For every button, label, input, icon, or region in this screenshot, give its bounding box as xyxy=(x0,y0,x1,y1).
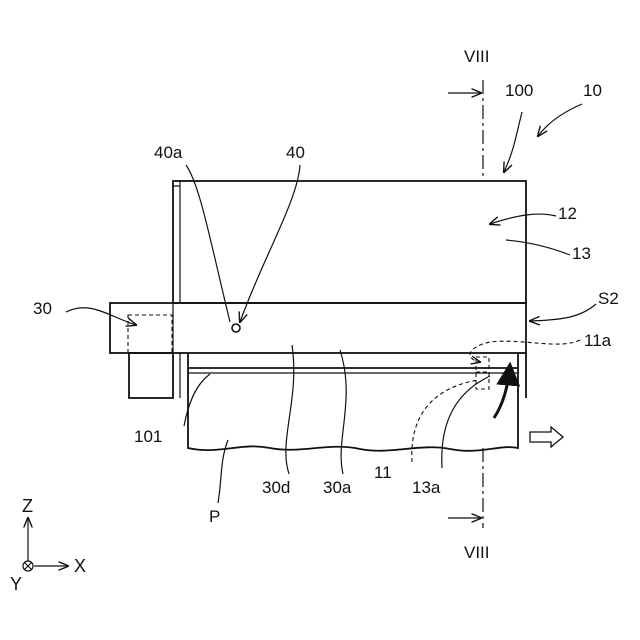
housing-body-12 xyxy=(173,181,526,303)
label-13a: 13a xyxy=(412,478,441,497)
pin-40 xyxy=(232,324,240,332)
leader-12 xyxy=(490,214,556,224)
label-P: P xyxy=(209,507,220,526)
leader-11a xyxy=(470,340,580,362)
axis-label-z: Z xyxy=(22,496,33,516)
leader-100 xyxy=(504,112,522,172)
label-30d: 30d xyxy=(262,478,290,497)
label-11: 11 xyxy=(374,463,392,482)
leader-40 xyxy=(240,165,300,322)
movement-arrow xyxy=(494,364,510,418)
hollow-arrow xyxy=(530,427,563,447)
lower-left-block xyxy=(129,353,173,398)
label-10: 10 xyxy=(583,81,602,100)
label-30a: 30a xyxy=(323,478,352,497)
leader-10 xyxy=(538,104,582,136)
label-12: 12 xyxy=(558,204,577,223)
label-40a: 40a xyxy=(154,143,183,162)
leader-S2 xyxy=(530,304,596,321)
label-13: 13 xyxy=(572,244,591,263)
hidden-part-30 xyxy=(128,315,172,353)
leader-11 xyxy=(412,380,478,462)
label-30: 30 xyxy=(33,299,52,318)
label-S2: S2 xyxy=(598,289,619,308)
label-11a: 11a xyxy=(584,331,612,350)
axis-y-icon xyxy=(23,561,33,571)
leader-40a xyxy=(186,165,230,322)
axis-label-y: Y xyxy=(10,574,22,594)
label-section-top: VIII xyxy=(464,47,490,66)
leader-13 xyxy=(506,240,570,255)
leader-30 xyxy=(66,308,136,325)
leader-30d xyxy=(286,345,294,474)
axis-label-x: X xyxy=(74,556,86,576)
label-section-bottom: VIII xyxy=(464,543,490,562)
label-101: 101 xyxy=(134,427,162,446)
label-100: 100 xyxy=(505,81,533,100)
label-40: 40 xyxy=(286,143,305,162)
